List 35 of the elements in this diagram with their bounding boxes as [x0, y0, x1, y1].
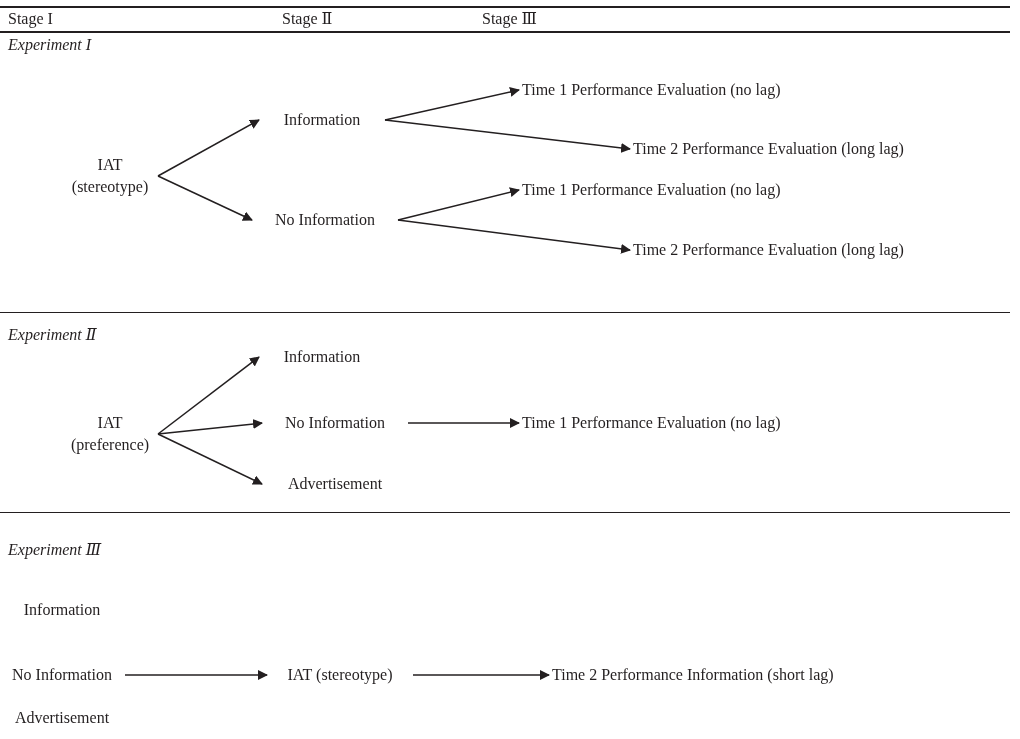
condition-text: Advertisement	[2, 707, 122, 729]
condition-text: IAT (stereotype)	[270, 664, 410, 686]
arrow	[384, 119, 631, 153]
arrow	[397, 219, 631, 254]
condition-text: Advertisement	[265, 473, 405, 495]
arrow	[157, 418, 263, 435]
arrow	[397, 187, 520, 221]
condition-text: No Information	[265, 412, 405, 434]
column-heading: Stage Ⅱ	[282, 9, 333, 30]
column-heading: Stage Ⅲ	[482, 9, 537, 30]
arrow	[412, 670, 550, 680]
experiment-heading: Experiment Ⅲ	[8, 540, 102, 561]
condition-text: Time 2 Performance Evaluation (long lag)	[633, 239, 904, 261]
condition-text: Time 1 Performance Evaluation (no lag)	[522, 179, 781, 201]
arrow	[157, 433, 263, 485]
arrow	[157, 119, 260, 177]
condition-text: Time 2 Performance Evaluation (long lag)	[633, 138, 904, 160]
condition-text: No Information	[255, 209, 395, 231]
condition-text: Time 2 Performance Information (short lag)	[552, 664, 834, 686]
condition-text: Information	[262, 109, 382, 131]
condition-text: IAT (preference)	[65, 412, 155, 456]
arrow	[384, 87, 520, 121]
arrow	[157, 175, 253, 221]
arrow	[157, 356, 260, 435]
experiment-heading: Experiment Ⅱ	[8, 325, 97, 346]
arrow	[124, 670, 268, 680]
arrow	[407, 418, 520, 428]
condition-text: No Information	[2, 664, 122, 686]
condition-text: Information	[262, 346, 382, 368]
experiment-heading: Experiment I	[8, 35, 92, 56]
condition-text: Time 1 Performance Evaluation (no lag)	[522, 79, 781, 101]
condition-text: IAT (stereotype)	[65, 154, 155, 198]
column-heading: Stage I	[8, 9, 53, 30]
condition-text: Information	[2, 599, 122, 621]
condition-text: Time 1 Performance Evaluation (no lag)	[522, 412, 781, 434]
